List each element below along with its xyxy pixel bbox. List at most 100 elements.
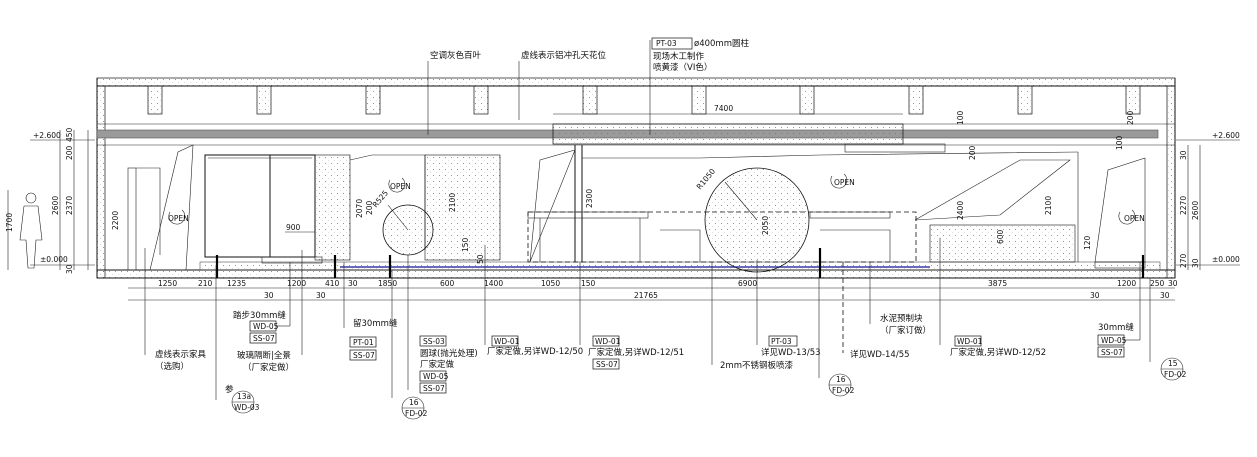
svg-text:2600: 2600 [1191,201,1200,220]
svg-text:210: 210 [198,279,213,288]
svg-text:SS-03: SS-03 [423,337,445,346]
svg-text:1200: 1200 [1117,279,1136,288]
svg-text:6900: 6900 [738,279,757,288]
top-annotations: 空调灰色百叶 虚线表示铝冲孔天花位 PT-03 ø400mm圆柱 现场木工制作 … [427,37,749,135]
joint-30-label: 30mm缝 [1098,322,1134,333]
svg-text:参: 参 [225,384,234,395]
svg-text:1850: 1850 [378,279,397,288]
cement-label-1: 水泥预制块 [880,313,923,324]
ceiling-beams [147,85,1141,115]
svg-text:PT-03: PT-03 [771,337,792,346]
svg-text:16: 16 [409,398,419,407]
svg-text:2100: 2100 [1044,196,1053,215]
svg-text:30: 30 [1160,291,1170,300]
svg-text:150: 150 [581,279,596,288]
glass-label-2: （厂家定做） [243,362,294,373]
svg-text:200: 200 [968,145,977,160]
cement-label-2: （厂家订做） [880,325,931,336]
bottom-annotations: 虚线表示家具 （选购） 踏步30mm缝 WD-05 SS-07 玻璃隔断|全景 … [144,238,1187,420]
ceiling-slab [96,77,1176,279]
svg-text:600: 600 [996,229,1005,244]
svg-text:270: 270 [1179,253,1188,268]
svg-text:WD-01: WD-01 [957,337,983,346]
furniture-label-2: （选购） [155,361,189,372]
pt03-note-b: 详见WD-13/53 [761,347,821,358]
wd01-note-b: 厂家定做,另详WD-12/51 [588,347,684,358]
open-label-3: OPEN [834,178,855,187]
steel-label: 2mm不锈钢板喷漆 [720,360,793,371]
svg-text:100: 100 [956,110,965,125]
svg-text:2100: 2100 [448,193,457,212]
svg-text:100: 100 [1115,135,1124,150]
svg-text:SS-07: SS-07 [253,334,275,343]
open-label-4: OPEN [1124,214,1145,223]
svg-text:16: 16 [836,375,846,384]
svg-text:410: 410 [325,279,340,288]
svg-text:50: 50 [476,254,485,264]
svg-text:WD-05: WD-05 [253,322,279,331]
svg-text:120: 120 [1083,235,1092,250]
svg-text:3875: 3875 [988,279,1007,288]
ball-label-2: 厂家定做 [420,359,455,370]
svg-text:13a: 13a [237,392,251,401]
svg-text:WD-05: WD-05 [423,372,449,381]
glass-label-1: 玻璃隔断|全景 [237,350,291,361]
svg-text:600: 600 [440,279,455,288]
svg-text:15: 15 [1168,359,1178,368]
louver-label: 空调灰色百叶 [430,50,482,61]
pt03-line1: 现场木工制作 [653,51,705,62]
svg-text:1400: 1400 [484,279,503,288]
ball-label-1: 圆球(抛光处理) [420,348,478,359]
svg-text:450: 450 [65,127,74,142]
level-left-top: +2.600 [33,131,61,140]
svg-text:WD-03: WD-03 [234,403,260,412]
svg-text:SS-07: SS-07 [423,384,445,393]
svg-text:PT-01: PT-01 [353,338,374,347]
step-joint-label: 踏步30mm缝 [233,310,286,321]
pt03-line2: 喷黄漆（VI色） [653,62,712,73]
svg-text:200: 200 [65,145,74,160]
svg-text:2270: 2270 [1179,196,1188,215]
wd01-note-c: 厂家定做,另详WD-12/52 [950,347,1046,358]
pt03-column-label: ø400mm圆柱 [694,38,749,49]
left-dimensions: 1700 450 200 2600 2370 30 2200 +2.600 ±0… [5,127,120,274]
svg-text:1050: 1050 [541,279,560,288]
pt03-tag-top: PT-03 [656,39,677,48]
svg-text:WD-01: WD-01 [595,337,621,346]
posts [215,248,1145,278]
svg-text:2400: 2400 [956,201,965,220]
ceiling-label: 虚线表示铝冲孔天花位 [521,50,607,61]
svg-text:7400: 7400 [714,104,733,113]
svg-text:200: 200 [1126,110,1135,125]
svg-text:250: 250 [1150,279,1165,288]
detail-wd14-label: 详见WD-14/55 [850,349,910,360]
r525-label: R525 [371,188,391,209]
left-wall-panel: OPEN [127,144,194,271]
level-right-top: +2.600 [1212,131,1240,140]
svg-text:2200: 2200 [111,211,120,230]
svg-text:SS-07: SS-07 [1101,348,1123,357]
svg-text:1250: 1250 [158,279,177,288]
level-right-bottom: ±0.000 [1212,255,1240,264]
svg-text:SS-07: SS-07 [353,351,375,360]
svg-text:30: 30 [1191,258,1200,268]
svg-text:2300: 2300 [585,189,594,208]
svg-text:FD-02: FD-02 [1164,370,1187,379]
svg-text:WD-01: WD-01 [494,337,520,346]
svg-text:30: 30 [1090,291,1100,300]
sculpture-right: OPEN [914,152,1146,269]
bottom-dimensions: 1250 210 1235 1200 410 30 1850 600 1400 … [128,279,1178,301]
center-assembly: OPEN [527,145,1079,273]
wd01-note-a: 厂家定做,另详WD-12/50 [487,346,583,357]
svg-text:1200: 1200 [287,279,306,288]
svg-text:21765: 21765 [634,291,658,300]
svg-text:2050: 2050 [761,216,770,235]
level-left-bottom: ±0.000 [40,255,68,264]
right-dimensions: 2270 2600 30 270 30 +2.600 ±0.000 [1176,131,1240,270]
svg-text:WD-05: WD-05 [1101,336,1127,345]
furniture-label-1: 虚线表示家具 [155,349,207,360]
svg-text:1235: 1235 [227,279,246,288]
floor [96,261,1176,279]
svg-text:30: 30 [1179,150,1188,160]
svg-text:SS-07: SS-07 [596,360,618,369]
